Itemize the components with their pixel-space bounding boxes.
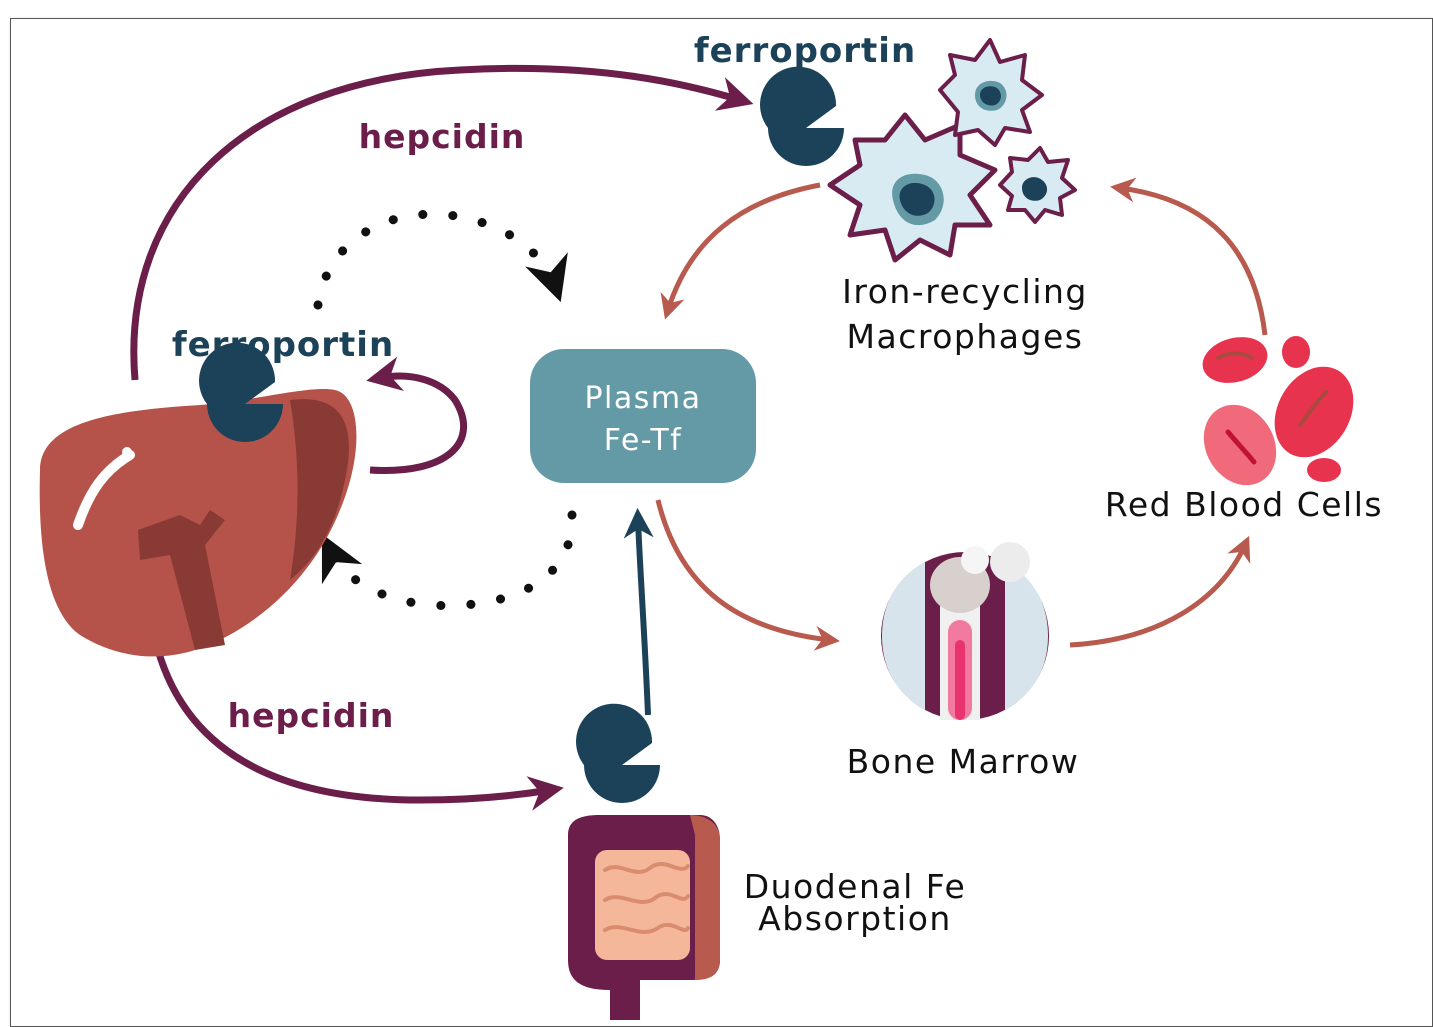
flow-arrow-rbc-to-macrophages: [1120, 188, 1265, 335]
dotted-arrow-lower: [330, 515, 572, 606]
red-blood-cells-icon: [1190, 330, 1370, 498]
dotted-arrow-upper: [318, 214, 555, 305]
plasma-label-line1: Plasma: [584, 381, 701, 416]
ferroportin-duodenum-icon: [576, 704, 660, 803]
macrophages-label-line1: Iron-recycling: [842, 272, 1088, 311]
flow-arrow-plasma-to-marrow: [658, 500, 830, 640]
hepcidin-arrow-liver-loop: [370, 376, 464, 470]
macrophage-small-icon: [1000, 148, 1075, 222]
hepcidin-label-top: hepcidin: [359, 117, 526, 156]
macrophages-label-line2: Macrophages: [847, 317, 1084, 356]
ferroportin-label-liver: ferroportin: [172, 325, 394, 365]
plasma-label-line2: Fe-Tf: [604, 423, 683, 458]
hepcidin-label-bottom: hepcidin: [228, 696, 395, 735]
macrophage-large-icon: [830, 115, 995, 260]
bone-marrow-icon: [881, 542, 1049, 720]
flow-arrow-macrophages-to-plasma: [668, 185, 820, 310]
bone-marrow-label: Bone Marrow: [847, 742, 1080, 781]
flow-arrow-marrow-to-rbc: [1070, 545, 1245, 645]
rbc-label: Red Blood Cells: [1105, 485, 1383, 524]
ferroportin-label-top: ferroportin: [694, 31, 916, 71]
ferroportin-macrophage-icon: [760, 67, 844, 166]
flow-arrow-duodenum-to-plasma: [638, 520, 648, 715]
macrophage-top-icon: [940, 40, 1042, 145]
plasma-fe-tf-box: [530, 349, 756, 483]
duodenal-label-line2: Absorption: [758, 899, 952, 938]
liver-icon: [40, 389, 357, 656]
intestine-icon: [568, 815, 720, 1020]
